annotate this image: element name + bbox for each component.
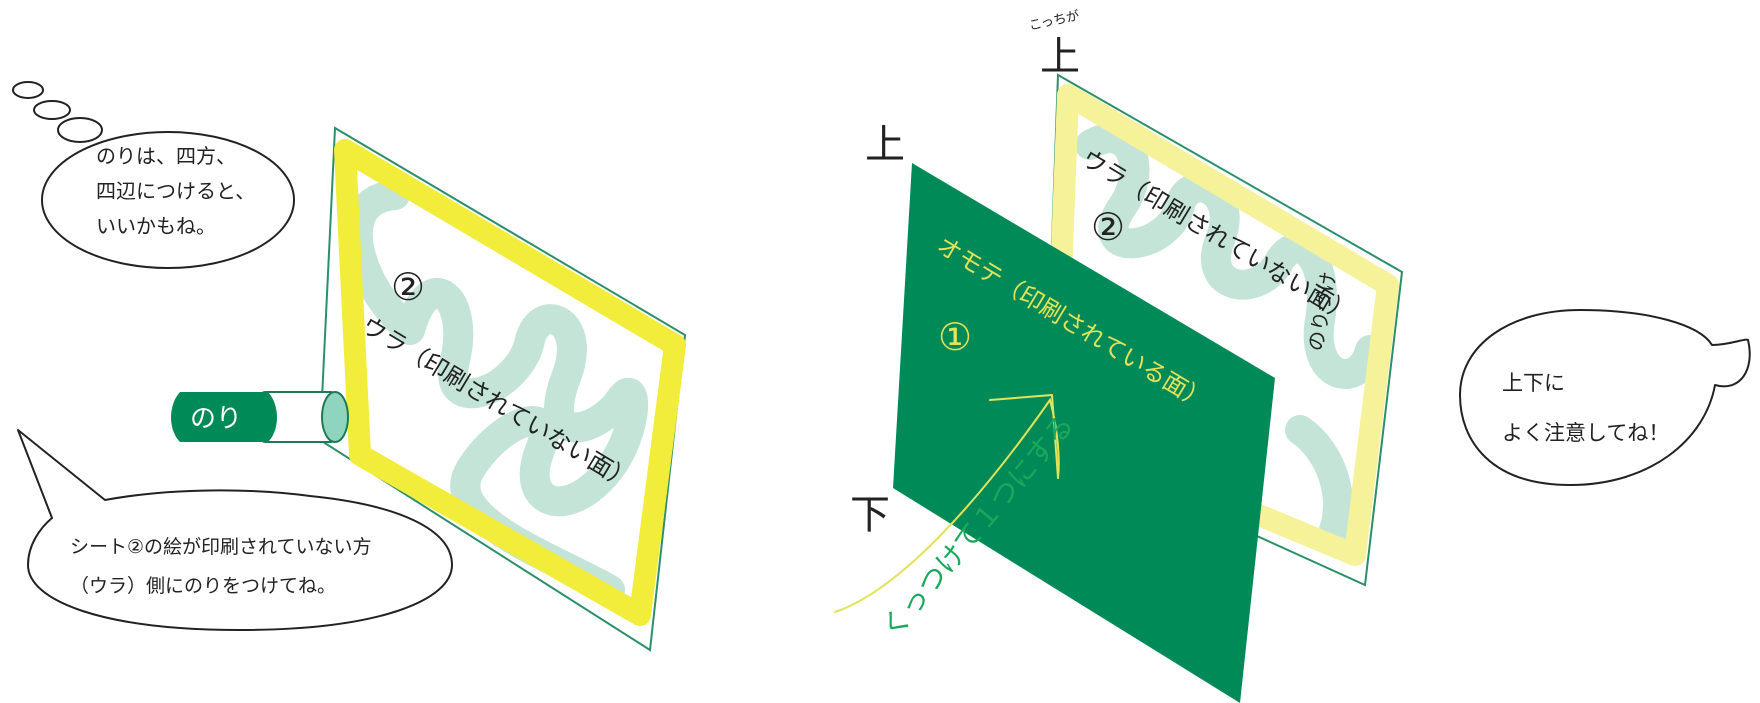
speech-bubble-instruction: シート②の絵が印刷されていない方 （ウラ）側にのりをつけてね。 bbox=[17, 429, 453, 631]
right-back-kocchi-ga: こっちが bbox=[1028, 9, 1081, 34]
glue-stick: のり bbox=[171, 391, 349, 443]
orientation-bubble-shape bbox=[1459, 309, 1751, 486]
orientation-line-2: よく注意してね！ bbox=[1502, 421, 1669, 445]
instruction-line-1: シート②の絵が印刷されていない方 bbox=[70, 536, 371, 558]
thought-dot-small bbox=[12, 81, 44, 99]
speech-bubble-orientation: 上下に よく注意してね！ bbox=[1459, 309, 1751, 486]
right-front-number: ① bbox=[938, 315, 972, 359]
instruction-line-2: （ウラ）側にのりをつけてね。 bbox=[70, 575, 336, 597]
left-sheet-group: ② ウラ（印刷されていない面） bbox=[318, 126, 687, 652]
join-arrow-line bbox=[834, 397, 1060, 613]
tip-line-2: 四辺につけると、 bbox=[96, 179, 255, 203]
glue-stick-body bbox=[171, 392, 277, 442]
left-glue-border bbox=[334, 139, 686, 626]
orientation-line-1: 上下に bbox=[1502, 371, 1565, 395]
glue-stick-end bbox=[321, 391, 349, 443]
right-back-top-mark: 上 bbox=[1040, 34, 1080, 80]
join-arrow-head bbox=[989, 394, 1059, 479]
right-back-squiggle bbox=[1075, 123, 1385, 555]
thought-dot-large bbox=[57, 117, 103, 143]
instruction-bubble-shape bbox=[17, 429, 453, 631]
right-front-sheet bbox=[893, 163, 1275, 703]
left-sheet-number: ② bbox=[391, 265, 425, 309]
join-arrow bbox=[834, 394, 1060, 613]
thought-bubble-body bbox=[41, 131, 295, 269]
thought-bubble-tip: のりは、四方、 四辺につけると、 いいかもね。 bbox=[12, 81, 295, 269]
right-front-bottom-mark: 下 bbox=[850, 492, 890, 538]
right-front-top-mark: 上 bbox=[865, 122, 905, 168]
tip-line-3: いいかもね。 bbox=[96, 214, 216, 238]
right-back-number: ② bbox=[1091, 205, 1125, 249]
glue-stick-label: のり bbox=[190, 404, 242, 434]
thought-dot-medium bbox=[33, 100, 71, 120]
left-glue-squiggle bbox=[342, 180, 649, 605]
tip-line-1: のりは、四方、 bbox=[96, 144, 236, 168]
